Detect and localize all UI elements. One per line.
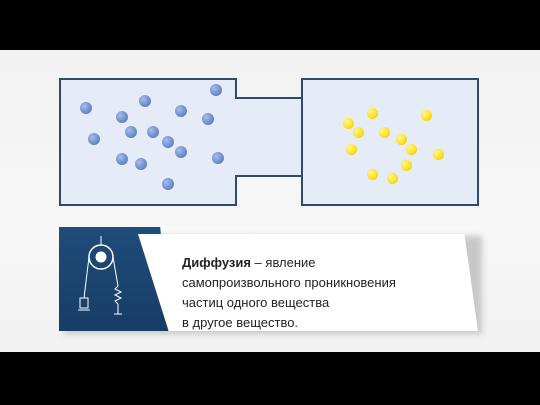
blue-particle <box>116 111 128 123</box>
blue-particle <box>162 178 174 190</box>
blue-particle <box>212 152 224 164</box>
yellow-particle <box>353 127 364 138</box>
yellow-particle <box>367 169 378 180</box>
definition-text: Диффузия – явление самопроизвольного про… <box>182 253 472 333</box>
yellow-particle <box>396 134 407 145</box>
blue-particle <box>125 126 137 138</box>
pulley-spring-icon <box>78 236 123 315</box>
blue-particle <box>175 105 187 117</box>
blue-particle <box>210 84 222 96</box>
blue-particle <box>80 102 92 114</box>
yellow-particle <box>406 144 417 155</box>
bottom-letterbox <box>0 352 540 405</box>
blue-particle <box>147 126 159 138</box>
yellow-particle <box>401 160 412 171</box>
yellow-particle <box>387 173 398 184</box>
definition-term: Диффузия <box>182 255 251 270</box>
definition-card <box>138 234 478 331</box>
definition-line-2: самопроизвольного проникновения <box>182 275 396 290</box>
yellow-particle <box>379 127 390 138</box>
yellow-particle <box>433 149 444 160</box>
yellow-particle <box>421 110 432 121</box>
definition-line-3: частиц одного вещества <box>182 295 330 310</box>
blue-particle <box>135 158 147 170</box>
left-vessel <box>59 78 237 206</box>
yellow-particle <box>346 144 357 155</box>
definition-line-1: Диффузия – явление <box>182 253 472 273</box>
yellow-particle <box>367 108 378 119</box>
definition-line-1-rest: явление <box>265 255 316 270</box>
blue-particle <box>116 153 128 165</box>
blue-particle <box>88 133 100 145</box>
definition-line-4: в другое вещество. <box>182 315 299 330</box>
yellow-particle <box>343 118 354 129</box>
blue-particle <box>162 136 174 148</box>
definition-dash: – <box>250 255 266 270</box>
connector-tube <box>235 97 303 177</box>
top-letterbox <box>0 0 540 50</box>
blue-particle <box>139 95 151 107</box>
blue-particle <box>202 113 214 125</box>
right-vessel <box>301 78 479 206</box>
slide: Диффузия – явление самопроизвольного про… <box>0 50 540 352</box>
blue-particle <box>175 146 187 158</box>
